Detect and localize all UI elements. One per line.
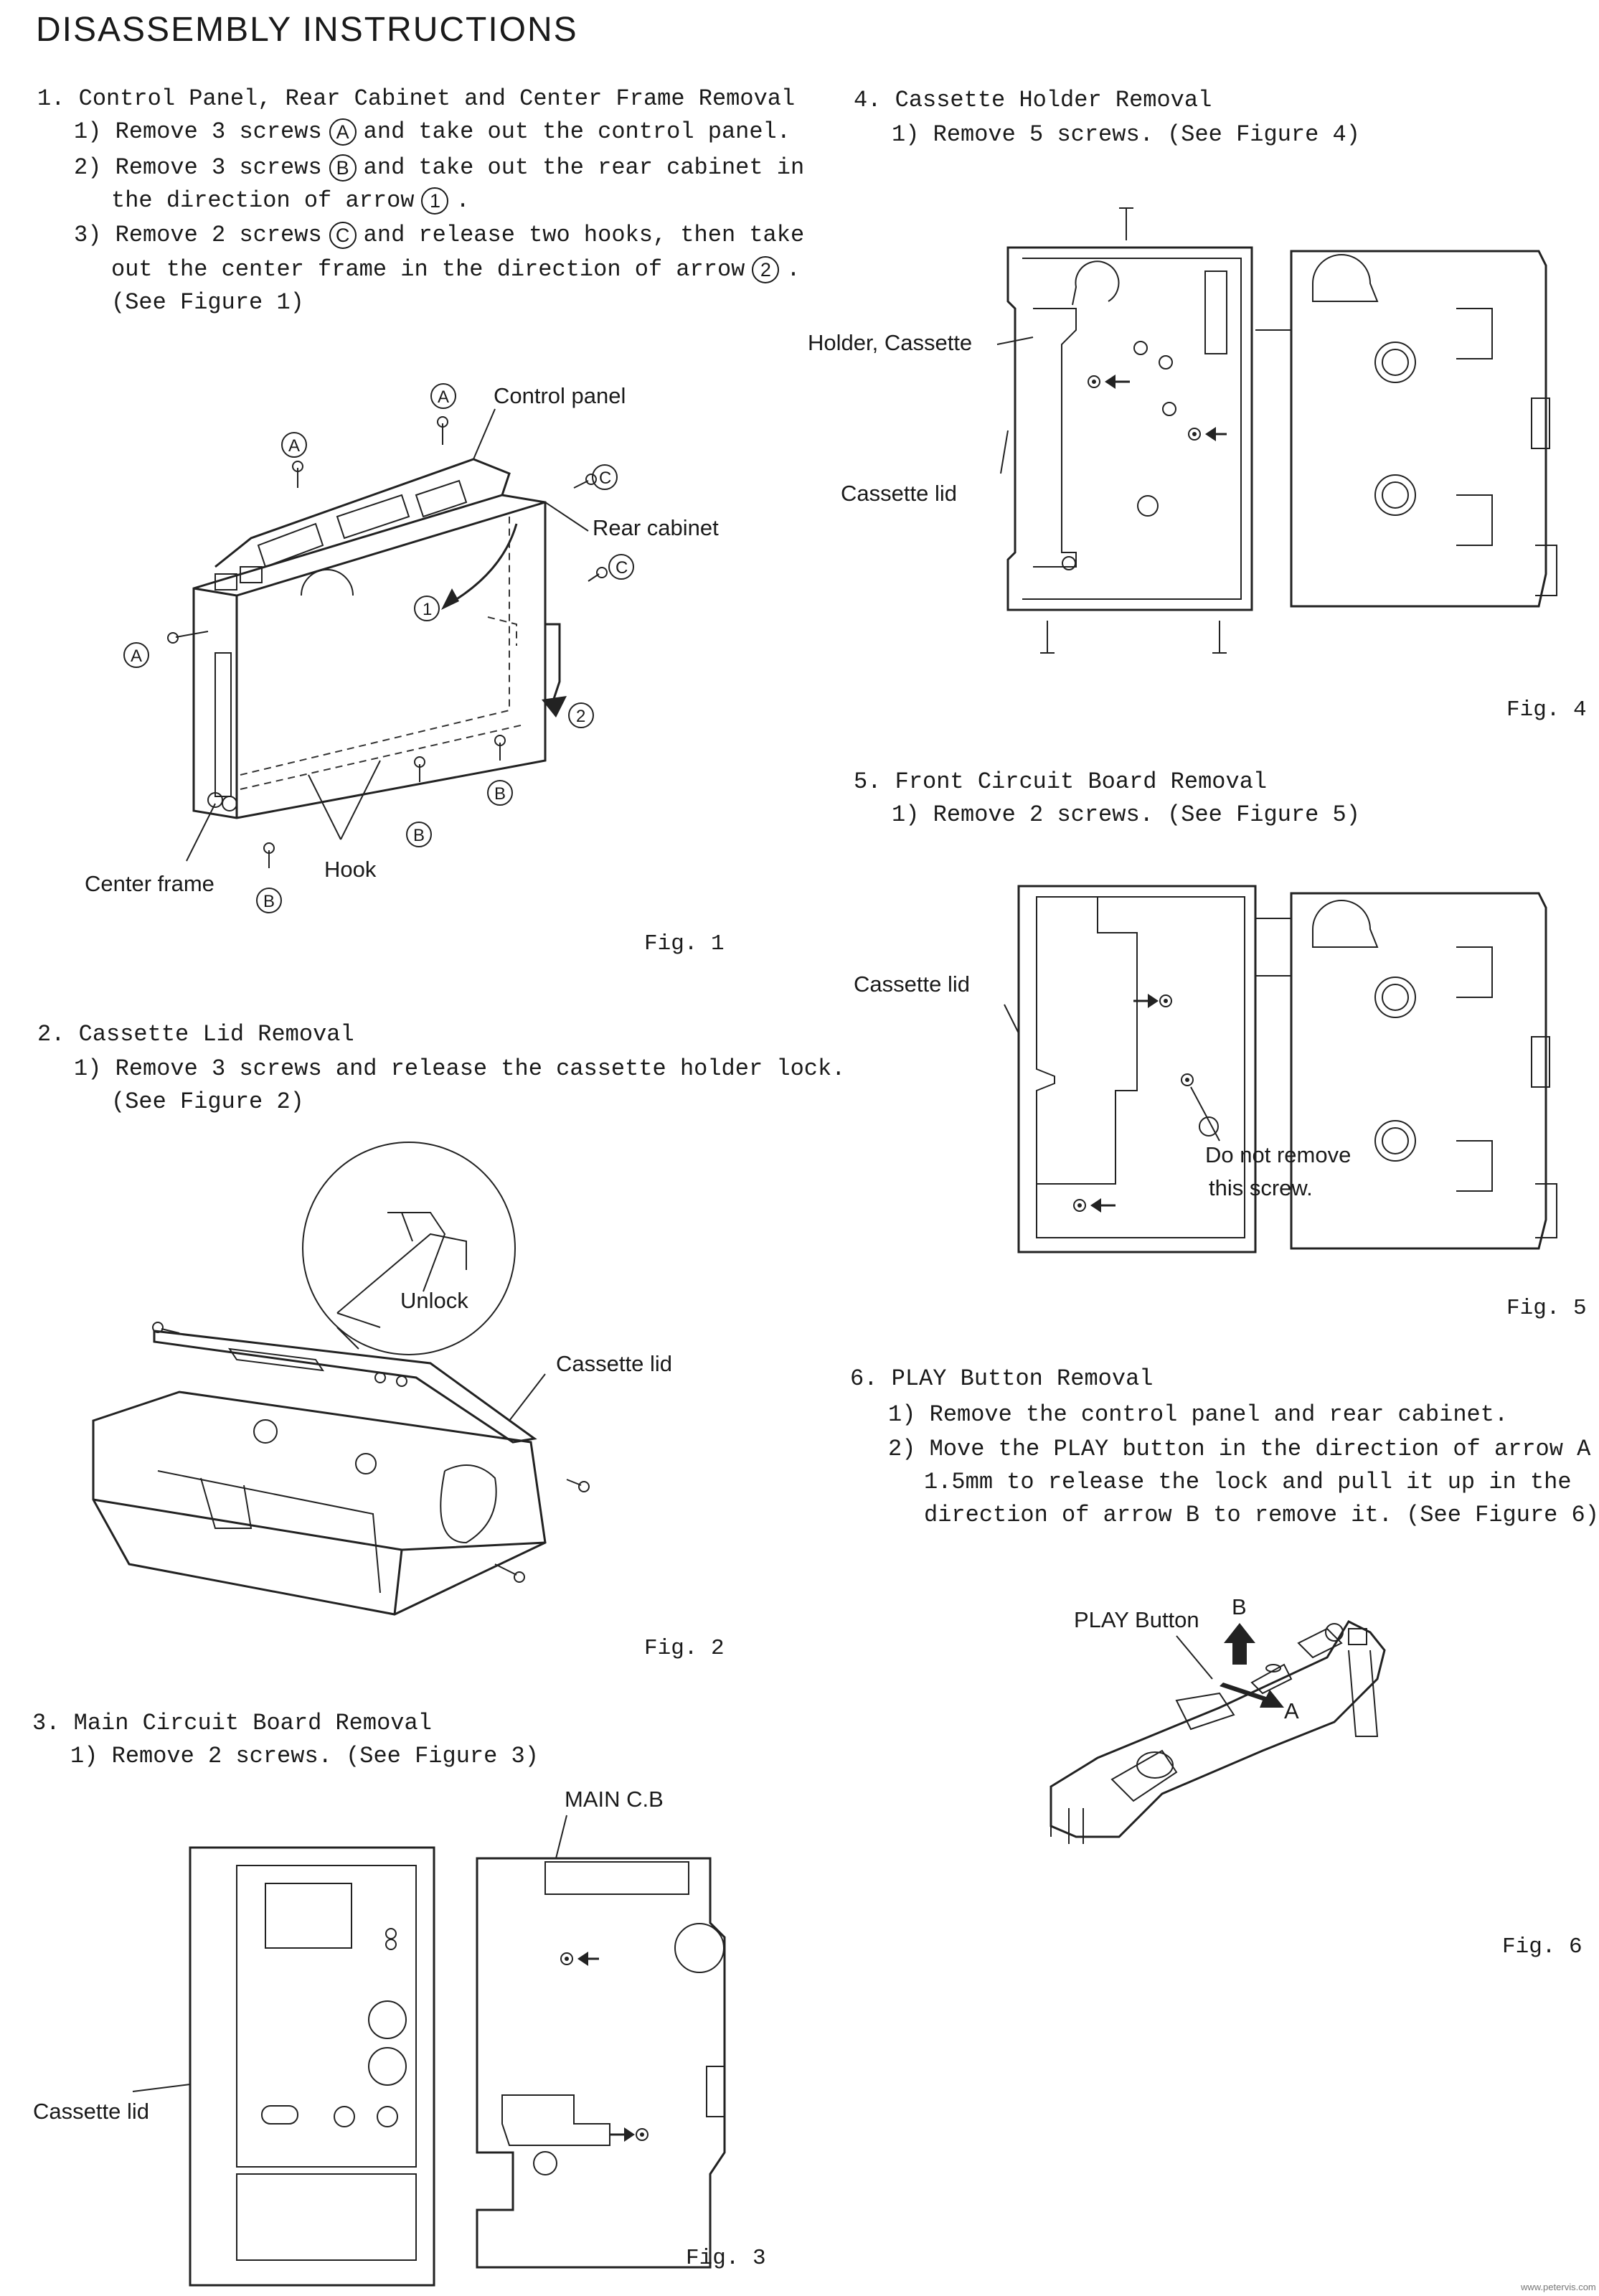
marker-c: C <box>329 221 357 249</box>
watermark: www.petervis.com <box>1521 2282 1596 2292</box>
svg-text:A: A <box>438 387 449 407</box>
svg-text:A: A <box>131 646 142 666</box>
label-main-cb: MAIN C.B <box>565 1787 664 1812</box>
section5-heading: 5. Front Circuit Board Removal <box>854 768 1268 795</box>
section3-step1: 1) Remove 2 screws. (See Figure 3) <box>70 1743 539 1769</box>
label-control-panel: Control panel <box>494 383 626 408</box>
fig1-drawing <box>167 408 608 868</box>
section1-see-figure: (See Figure 1) <box>111 289 304 316</box>
label-cassette-lid-fig5: Cassette lid <box>854 971 970 997</box>
label-do-not-remove: Do not remove <box>1205 1142 1352 1167</box>
marker-a: A <box>123 642 149 668</box>
marker-2: 2 <box>752 255 780 283</box>
section2-heading: 2. Cassette Lid Removal <box>37 1021 354 1048</box>
label-cassette-lid-fig3: Cassette lid <box>33 2099 149 2124</box>
fig5-drawing <box>1004 885 1557 1253</box>
label-cassette-lid-fig4: Cassette lid <box>841 481 957 506</box>
marker-1: 1 <box>421 187 449 215</box>
svg-text:1: 1 <box>423 600 432 619</box>
label-hook: Hook <box>324 857 377 882</box>
marker-1: 1 <box>414 596 440 621</box>
section6-step2-cont2: direction of arrow B to remove it. (See … <box>924 1502 1599 1528</box>
svg-text:A: A <box>288 436 300 456</box>
label-rear-cabinet: Rear cabinet <box>593 515 719 540</box>
marker-a: A <box>329 118 357 146</box>
section6-step2: 2) Move the PLAY button in the direction… <box>888 1436 1599 1462</box>
svg-text:2: 2 <box>576 707 585 726</box>
section1-step3-cont: out the center frame in the direction of… <box>111 255 801 283</box>
label-center-frame: Center frame <box>85 871 214 896</box>
marker-c: C <box>608 554 634 580</box>
fig1-caption: Fig. 1 <box>644 931 725 956</box>
section1-heading: 1. Control Panel, Rear Cabinet and Cente… <box>37 85 796 112</box>
marker-a: A <box>281 432 307 458</box>
section6-heading: 6. PLAY Button Removal <box>850 1365 1154 1392</box>
label-arrow-a: A <box>1284 1698 1299 1723</box>
section4-step1: 1) Remove 5 screws. (See Figure 4) <box>892 121 1360 148</box>
fig3-drawing <box>132 1815 726 2287</box>
marker-b: B <box>256 888 282 913</box>
fig-markers: A A A C C 1 2 B B B <box>123 383 634 913</box>
label-this-screw: this screw. <box>1209 1175 1313 1200</box>
section6-step2-cont: 1.5mm to release the lock and pull it up… <box>924 1469 1572 1495</box>
section4-heading: 4. Cassette Holder Removal <box>854 87 1212 113</box>
section6-step1: 1) Remove the control panel and rear cab… <box>888 1401 1509 1428</box>
label-cassette-lid-fig2: Cassette lid <box>556 1351 672 1376</box>
section2-step1: 1) Remove 3 screws and release the casse… <box>74 1055 846 1082</box>
page-title: DISASSEMBLY INSTRUCTIONS <box>36 11 578 49</box>
fig2-drawing <box>92 1142 590 1616</box>
svg-text:B: B <box>413 826 425 845</box>
marker-c: C <box>592 464 618 490</box>
svg-text:B: B <box>494 784 506 804</box>
fig5-caption: Fig. 5 <box>1506 1296 1587 1321</box>
label-unlock: Unlock <box>400 1288 468 1313</box>
fig2-caption: Fig. 2 <box>644 1636 725 1661</box>
marker-a: A <box>430 383 456 409</box>
fig6-drawing <box>1050 1620 1386 1844</box>
label-play-button: PLAY Button <box>1074 1607 1199 1632</box>
fig4-caption: Fig. 4 <box>1506 697 1587 723</box>
label-arrow-b: B <box>1232 1594 1247 1619</box>
marker-b: B <box>406 822 432 847</box>
fig4-drawing <box>996 207 1557 654</box>
svg-text:C: C <box>599 469 611 488</box>
svg-text:B: B <box>263 892 275 911</box>
section3-heading: 3. Main Circuit Board Removal <box>32 1710 432 1736</box>
marker-b: B <box>329 154 357 182</box>
label-holder-cassette: Holder, Cassette <box>808 330 973 355</box>
marker-2: 2 <box>568 702 594 728</box>
fig6-caption: Fig. 6 <box>1502 1934 1583 1959</box>
section2-see-figure: (See Figure 2) <box>111 1088 304 1115</box>
marker-b: B <box>487 780 513 806</box>
svg-text:C: C <box>615 558 628 578</box>
fig3-caption: Fig. 3 <box>686 2246 766 2271</box>
section5-step1: 1) Remove 2 screws. (See Figure 5) <box>892 801 1360 828</box>
